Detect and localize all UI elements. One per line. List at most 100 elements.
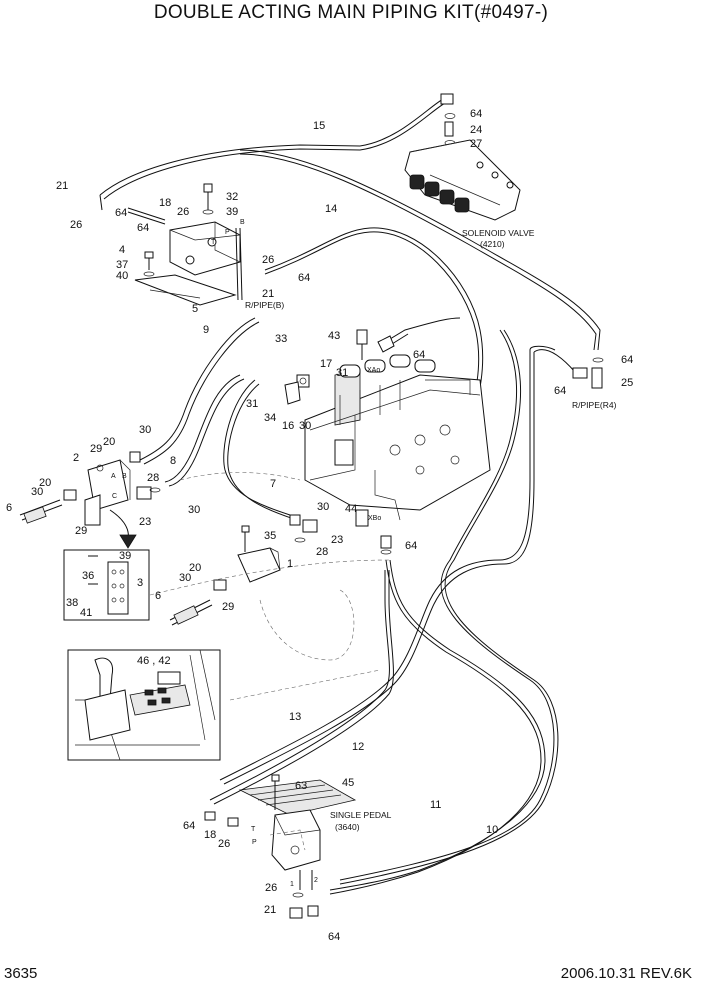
callout-29: 29 (90, 443, 103, 455)
fitting-64h (380, 535, 392, 555)
fitting-44 (355, 509, 369, 527)
callout-20: 20 (103, 436, 116, 448)
callout-64: 64 (621, 354, 634, 366)
port-1: 1 (290, 881, 294, 888)
callout-14: 14 (325, 203, 338, 215)
callout-21: 21 (264, 904, 277, 916)
callout-31: 31 (246, 398, 259, 410)
callout-40: 40 (116, 270, 129, 282)
callout-5: 5 (192, 303, 199, 315)
callout-26: 26 (70, 219, 83, 231)
callout-4: 4 (119, 244, 126, 256)
detail-box (63, 549, 150, 621)
callout-39: 39 (226, 206, 239, 218)
hose-18 (99, 194, 166, 225)
callout-39: 39 (119, 550, 132, 562)
note-rpipe-r4: R/PIPE(R4) (572, 400, 617, 410)
fitting-17 (296, 374, 310, 388)
hose-12 (209, 570, 394, 805)
callout-29: 29 (75, 525, 88, 537)
callout-35: 35 (264, 530, 277, 542)
callout-12: 12 (352, 741, 365, 753)
callout-27: 27 (470, 138, 483, 150)
callout-36: 36 (82, 570, 95, 582)
callout-25: 25 (621, 377, 634, 389)
fitting-25 (533, 349, 604, 389)
note-single-pedal: SINGLE PEDAL (330, 810, 392, 820)
callout-30: 30 (179, 572, 192, 584)
callout-64: 64 (413, 349, 426, 361)
callout-30: 30 (188, 504, 201, 516)
port-p-pedal: P (252, 839, 257, 846)
single-pedal (238, 774, 357, 871)
callout-26: 26 (218, 838, 231, 850)
callout-7: 7 (270, 478, 277, 490)
bolt-32 (202, 183, 214, 215)
callout-43: 43 (328, 330, 341, 342)
callout-20: 20 (39, 477, 52, 489)
note-rpipe-b: R/PIPE(B) (245, 300, 285, 310)
page-title: DOUBLE ACTING MAIN PIPING KIT(#0497-) (153, 2, 549, 23)
port-xa: XAo (367, 367, 381, 374)
callout-30: 30 (299, 420, 312, 432)
hose-10 (329, 559, 546, 895)
callout-2: 2 (73, 452, 80, 464)
callout-26: 26 (177, 206, 190, 218)
callout-6: 6 (6, 502, 13, 514)
bolt-37 (143, 251, 155, 277)
port-a: A (111, 473, 116, 480)
callout-32: 32 (226, 191, 239, 203)
callout-64: 64 (554, 385, 567, 397)
callout-28: 28 (316, 546, 329, 558)
callout-44: 44 (345, 503, 358, 515)
detail-arrow (109, 509, 137, 549)
fitting-28 (149, 487, 306, 543)
callout-38: 38 (66, 597, 79, 609)
main-control-valve (304, 354, 491, 521)
hose-7 (223, 379, 295, 520)
callout-10: 10 (486, 824, 499, 836)
hose-14 (239, 149, 601, 351)
callout-64: 64 (183, 820, 196, 832)
callout-23: 23 (331, 534, 344, 546)
callout-15: 15 (313, 120, 326, 132)
hose-15 (99, 97, 448, 200)
callout-24: 24 (470, 124, 483, 136)
port-b-top: B (240, 219, 245, 226)
callout-64: 64 (115, 207, 128, 219)
hose-8 (164, 374, 245, 487)
callout-17: 17 (320, 358, 333, 370)
callout-3: 3 (137, 577, 144, 589)
valve-block-2 (19, 459, 131, 526)
port-t-pedal: T (251, 826, 256, 833)
callout-46-42: 46 , 42 (137, 655, 171, 667)
bolt-35 (241, 525, 250, 552)
callout-64: 64 (328, 931, 341, 943)
callout-29: 29 (222, 601, 235, 613)
fitting-23 (136, 486, 318, 533)
callout-30: 30 (317, 501, 330, 513)
page-number: 3635 (4, 965, 38, 982)
note-single-pedal-ref: (3640) (335, 822, 360, 832)
callout-26: 26 (265, 882, 278, 894)
note-solenoid-valve: SOLENOID VALVE (462, 228, 535, 238)
fitting-30 (129, 451, 301, 526)
callout-9: 9 (203, 324, 210, 336)
callout-8: 8 (170, 455, 177, 467)
cab-inset (67, 649, 221, 761)
callout-21: 21 (262, 288, 275, 300)
port-2: 2 (314, 877, 318, 884)
callout-34: 34 (264, 412, 277, 424)
hose-64e (377, 317, 461, 353)
port-xb: XBo (368, 515, 382, 522)
port-p-top: P (225, 229, 230, 236)
pilot-block-4 (134, 221, 243, 306)
solenoid-valve (404, 139, 521, 221)
port-b: B (122, 473, 127, 480)
callout-33: 33 (275, 333, 288, 345)
callout-31: 31 (336, 367, 349, 379)
background-outline (149, 472, 391, 701)
hose-11 (339, 329, 559, 885)
callout-18: 18 (159, 197, 172, 209)
